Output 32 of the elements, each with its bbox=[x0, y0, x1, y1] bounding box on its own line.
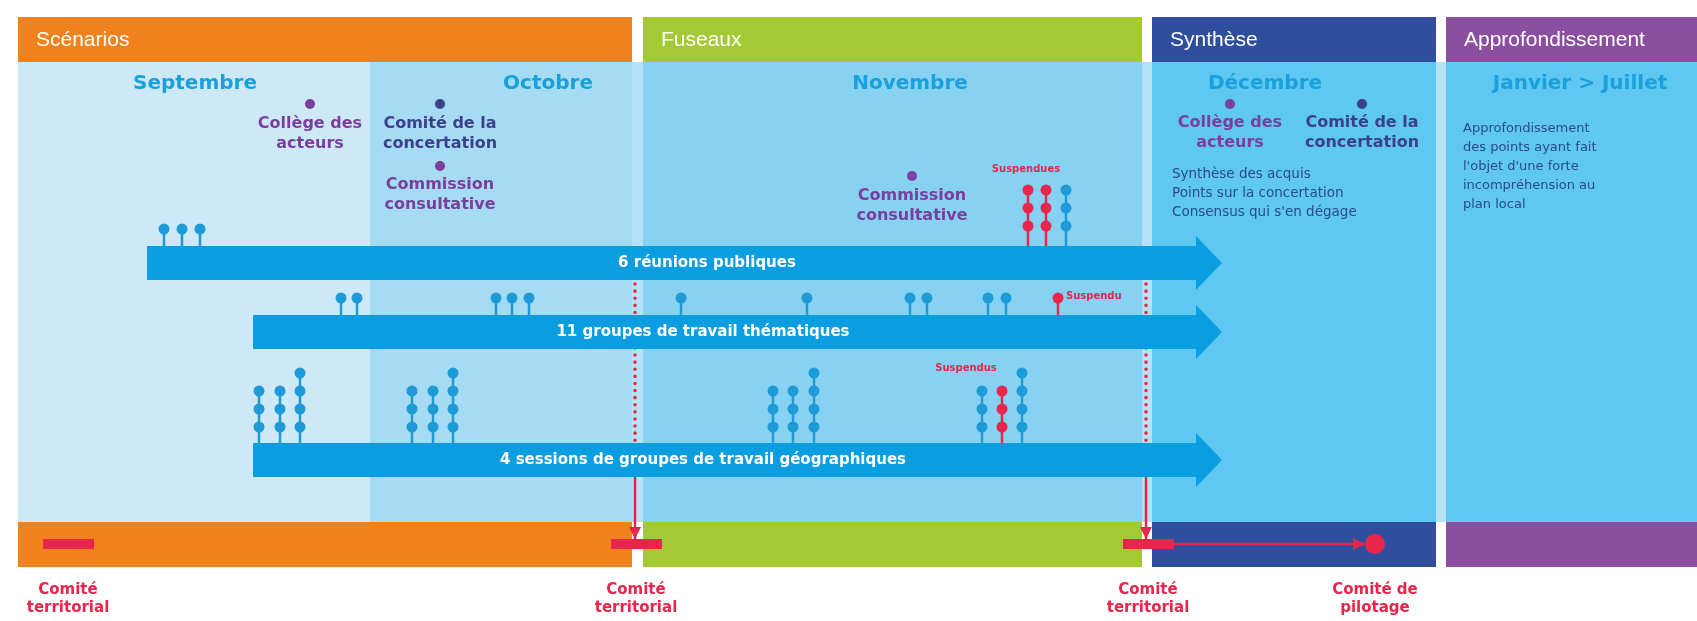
event-label: Comité de la concertation bbox=[381, 113, 499, 153]
month-label: Janvier > Juillet bbox=[1490, 70, 1669, 94]
committee-label: Comité de pilotage bbox=[1331, 580, 1419, 616]
status-note: Suspendues bbox=[990, 163, 1062, 175]
event-label: Commission consultative bbox=[855, 185, 969, 225]
summary-text: Points sur la concertation bbox=[1172, 183, 1345, 202]
committee-label: Comité territorial bbox=[25, 580, 111, 616]
event-label: Collège des acteurs bbox=[256, 113, 364, 153]
arrow bbox=[1139, 477, 1153, 539]
phase-header: Scénarios bbox=[18, 17, 632, 62]
month-label: Novembre bbox=[851, 70, 969, 94]
arrow bbox=[628, 477, 642, 539]
committee-label: Comité territorial bbox=[1105, 580, 1191, 616]
event-label: Comité de la concertation bbox=[1303, 112, 1421, 152]
month-label: Septembre bbox=[132, 70, 258, 94]
arrow-label: 6 réunions publiques bbox=[617, 253, 797, 271]
description-text: Approfondissement des points ayant fait l'objet d'une forte incompréhension au plan local bbox=[1463, 119, 1598, 213]
arrow-label: 4 sessions de groupes de travail géographiques bbox=[499, 450, 907, 468]
month-label: Décembre bbox=[1206, 70, 1324, 94]
committee-label: Comité territorial bbox=[593, 580, 679, 616]
status-note: Suspendus bbox=[934, 362, 998, 374]
arrow-label: 11 groupes de travail thématiques bbox=[555, 322, 851, 340]
arrow bbox=[1173, 537, 1365, 551]
month-label: Octobre bbox=[502, 70, 594, 94]
status-note: Suspendu bbox=[1066, 290, 1123, 302]
summary-text: Synthèse des acquis bbox=[1172, 164, 1312, 183]
event-label: Collège des acteurs bbox=[1176, 112, 1284, 152]
phase-header: Synthèse bbox=[1152, 17, 1436, 62]
phase-header: Fuseaux bbox=[643, 17, 1142, 62]
summary-text: Consensus qui s'en dégage bbox=[1172, 202, 1358, 221]
phase-header: Approfondissement bbox=[1446, 17, 1697, 62]
event-label: Commission consultative bbox=[383, 174, 497, 214]
